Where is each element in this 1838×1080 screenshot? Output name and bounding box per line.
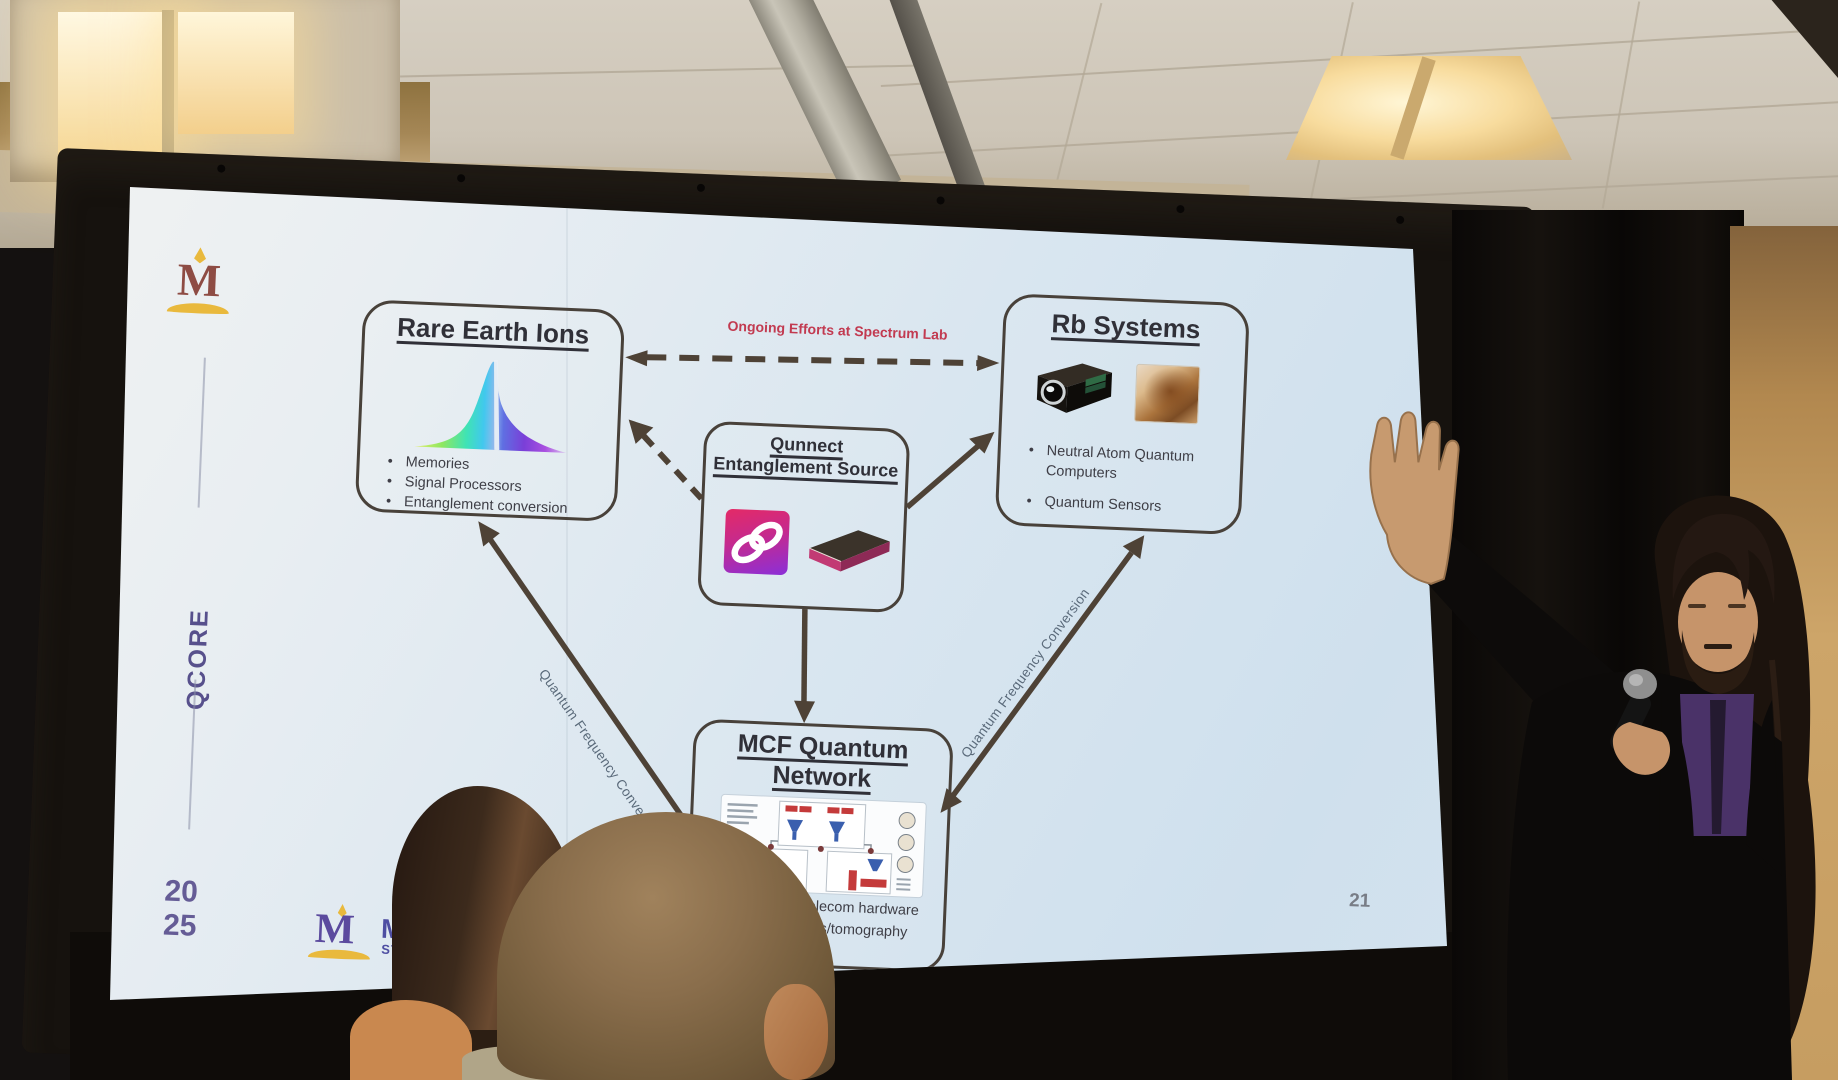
frame-snap [1396,215,1405,225]
gold-swoosh [307,948,371,961]
frame-snap [217,164,226,173]
ceiling-corner-shadow [1771,0,1838,78]
bullet-item: Memories [405,454,469,473]
light-panel [58,12,166,162]
year-bottom: 25 [162,908,198,943]
university-m-logo-top: M [163,246,236,321]
bullet-item: Entanglement conversion [404,494,568,517]
presenter [1369,411,1816,1080]
ceiling-light-left [10,0,400,182]
audience-shoulder [350,1000,472,1080]
logo-letter: M [314,905,356,954]
rare-earth-ions-box: Rare Earth Ions Memories [354,299,626,523]
ceiling-grid-line [1601,1,1641,209]
qunnect-logo-icon [723,508,790,576]
box-title: Rb Systems [1051,308,1201,345]
light-panel [178,12,294,134]
bullet-item: Neutral Atom Quantum Computers [1045,442,1221,488]
spectrum-graph-icon [414,359,567,453]
atom-cell-image [1134,363,1201,425]
light-vane [1390,56,1436,160]
qfc-label-right: Quantum Frequency Conversion [958,585,1093,761]
rack-device-image [809,530,890,572]
frame-snap [456,174,466,183]
laser-module-image [1036,363,1113,413]
bullet-item: Quantum Sensors [1044,494,1161,515]
sidebar-rule [197,357,206,508]
ceiling-light-right [1286,56,1572,160]
ongoing-efforts-note: Ongoing Efforts at Spectrum Lab [727,317,948,343]
box-title: Rare Earth Ions [396,311,590,350]
qunnect-source-box: Qunnect Entanglement Source [696,420,911,614]
bullet-item: Signal Processors [405,474,522,495]
qcore-label: QCORE [181,607,214,711]
ceiling-grid-line [1049,2,1103,208]
frame-snap [1176,204,1185,214]
logo-letter: M [176,253,222,307]
frame-snap [696,183,706,192]
frame-snap [936,196,945,205]
year-label: 20 25 [162,874,198,943]
light-vane [162,10,174,170]
year-top: 20 [163,874,199,909]
rb-systems-box: Rb Systems Neutral Atom Quantum Computer… [994,293,1251,536]
audience-ear [764,984,828,1080]
